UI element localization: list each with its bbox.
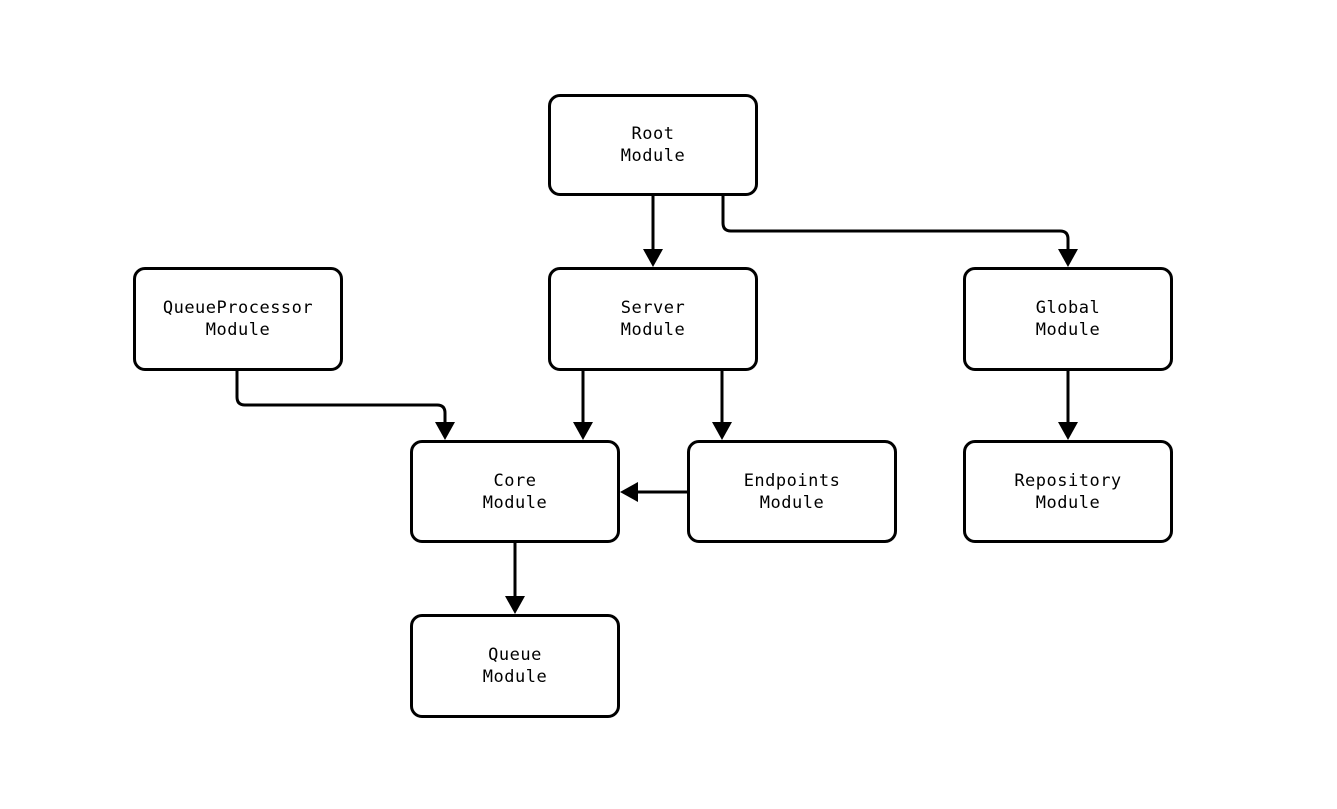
edge-global-repository [1058, 371, 1078, 440]
node-repository[interactable]: Repository Module [963, 440, 1173, 543]
node-label-queueprocessor: QueueProcessor Module [162, 298, 314, 340]
node-label-repository: Repository Module [1014, 470, 1122, 513]
edge-arrowhead-server-core [573, 422, 593, 440]
edge-line-root-global [721, 196, 1070, 249]
node-core[interactable]: Core Module [410, 440, 620, 543]
node-endpoints[interactable]: Endpoints Module [687, 440, 897, 543]
node-label-queue: Queue Module [482, 645, 548, 687]
edge-server-endpoints [712, 371, 732, 440]
node-label-endpoints: Endpoints Module [743, 470, 841, 513]
edge-arrowhead-root-global [1058, 249, 1078, 267]
node-queue[interactable]: Queue Module [410, 614, 620, 718]
node-label-global: Global Module [1035, 298, 1101, 340]
edge-queueprocessor-core [235, 371, 455, 440]
edge-root-server [643, 196, 663, 267]
edge-arrowhead-endpoints-core [620, 482, 638, 502]
edge-server-core [573, 371, 593, 440]
edge-arrowhead-server-endpoints [712, 422, 732, 440]
node-root[interactable]: Root Module [548, 94, 758, 196]
node-server[interactable]: Server Module [548, 267, 758, 371]
edge-root-global [721, 196, 1078, 267]
edge-core-queue [505, 543, 525, 614]
edge-endpoints-core [620, 482, 687, 502]
edge-line-queueprocessor-core [235, 371, 447, 422]
node-label-root: Root Module [620, 124, 686, 166]
node-global[interactable]: Global Module [963, 267, 1173, 371]
node-label-core: Core Module [482, 470, 548, 513]
edge-arrowhead-root-server [643, 249, 663, 267]
node-queueprocessor[interactable]: QueueProcessor Module [133, 267, 343, 371]
edge-arrowhead-global-repository [1058, 422, 1078, 440]
node-label-server: Server Module [620, 298, 686, 340]
edge-arrowhead-core-queue [505, 596, 525, 614]
edge-arrowhead-queueprocessor-core [435, 422, 455, 440]
